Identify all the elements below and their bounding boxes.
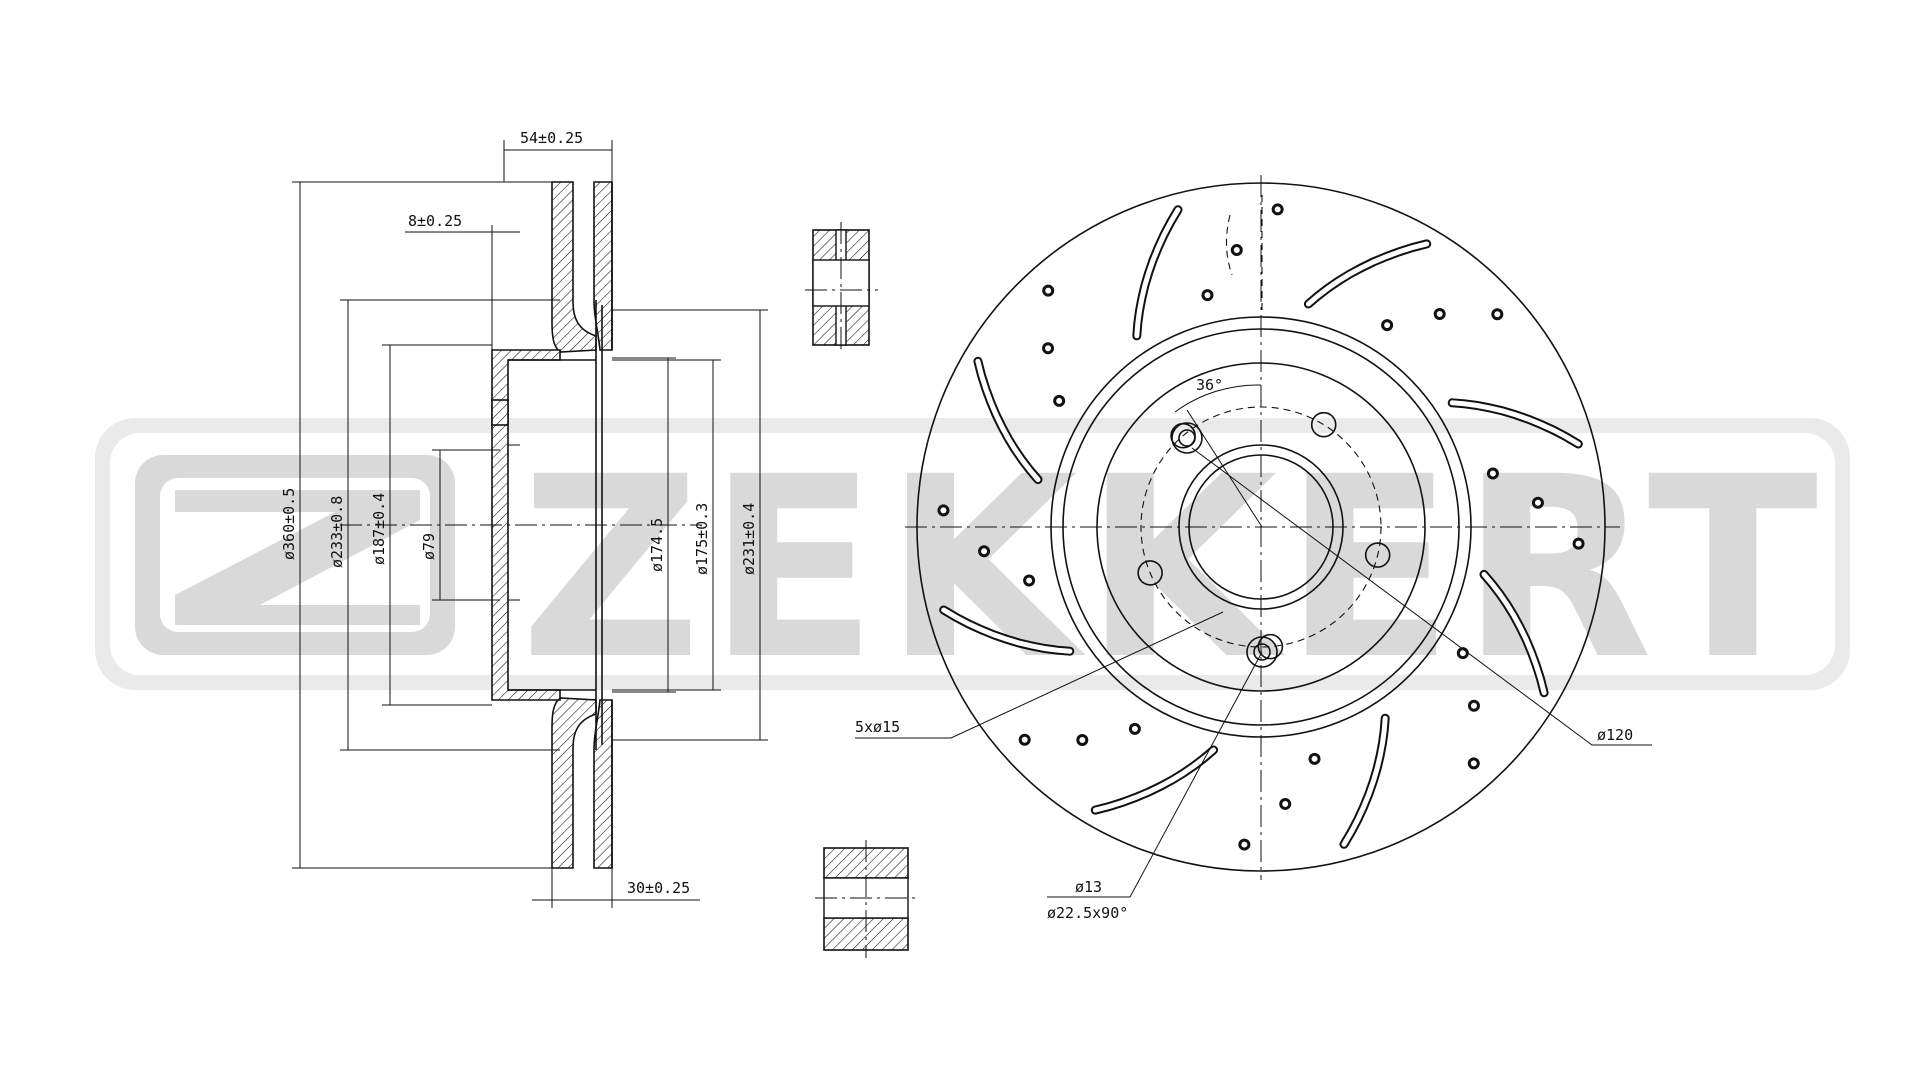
drill-hole [1279, 797, 1292, 810]
drilled-holes [937, 203, 1585, 851]
dim-center-bore: ø79 [420, 533, 438, 560]
drill-hole [1018, 733, 1031, 746]
drill-hole [1467, 757, 1480, 770]
detail-drill-section [815, 840, 918, 958]
drill-hole [1491, 308, 1504, 321]
drill-hole [978, 545, 991, 558]
drill-hole [1201, 289, 1214, 302]
curved-slot [1339, 713, 1390, 849]
drill-hole [1467, 699, 1480, 712]
dim-thickness-total: 54±0.25 [520, 129, 583, 147]
vertical-dimensions [292, 181, 768, 869]
detail-slot-section [805, 222, 878, 352]
horizontal-dimensions [405, 140, 700, 908]
brand-watermark: ZEKKERT [95, 418, 1850, 714]
dim-chamfer: ø22.5x90° [1047, 904, 1128, 922]
leader-pcd [1191, 447, 1652, 746]
drill-hole [937, 504, 950, 517]
dim-outer-diameter: ø360±0.5 [280, 488, 298, 560]
curved-slot [1132, 205, 1183, 341]
dim-angle: 36° [1196, 376, 1223, 394]
drill-hole [1308, 752, 1321, 765]
drill-hole [1433, 308, 1446, 321]
front-view: 36° ø120 5xø15 ø13 ø22.5x90° [855, 175, 1652, 922]
bolt-hole [1310, 411, 1337, 438]
bolt-hole [1137, 560, 1163, 586]
dim-d231: ø231±0.4 [740, 503, 758, 575]
bolt-hole [1364, 542, 1391, 568]
side-section-view: 54±0.25 8±0.25 30±0.25 ø360±0.5 ø233±0.8… [280, 129, 768, 908]
drill-hole [1238, 838, 1251, 851]
watermark-brand-text: ZEKKERT [520, 423, 1824, 714]
bolt-holes [1137, 411, 1391, 668]
locating-hole [1246, 636, 1278, 668]
drill-hole [1128, 722, 1141, 735]
dim-hat-offset: 8±0.25 [408, 212, 462, 230]
locating-hole-inner [1178, 429, 1196, 447]
drill-hole [1271, 203, 1284, 216]
curved-slot [1090, 745, 1219, 815]
dim-disc-thickness: 30±0.25 [627, 879, 690, 897]
dim-d174: ø174.5 [648, 518, 666, 572]
dim-d187: ø187±0.4 [370, 493, 388, 565]
dim-bolt-holes: 5xø15 [855, 718, 900, 736]
drill-hole [1381, 319, 1394, 332]
dim-d233: ø233±0.8 [328, 496, 346, 568]
front-centerlines [905, 175, 1620, 880]
curved-slot [1303, 239, 1432, 309]
watermark-logo-icon [135, 455, 455, 655]
drill-hole [1572, 537, 1585, 550]
dim-drill-hole: ø13 [1075, 878, 1102, 896]
drill-hole [1053, 394, 1066, 407]
dim-pcd: ø120 [1597, 726, 1633, 744]
locating-hole [1171, 422, 1203, 454]
drill-hole [1531, 496, 1544, 509]
drill-hole [1023, 574, 1036, 587]
drill-hole [1042, 342, 1055, 355]
stud-hole-top [491, 399, 509, 426]
bolt-hole [1257, 633, 1284, 660]
outer-friction-ring-bottom [551, 697, 613, 869]
locating-hole-inner [1253, 643, 1271, 661]
leader-drill-hole [1047, 651, 1263, 898]
leader-bolt-holes [855, 611, 1224, 739]
drill-hole [1456, 647, 1469, 660]
drill-hole [1486, 467, 1499, 480]
curved-slots [939, 205, 1583, 849]
outer-friction-ring-top [551, 181, 613, 353]
drill-hole [1076, 733, 1089, 746]
drill-hole [1230, 244, 1243, 257]
dim-d175: ø175±0.3 [693, 503, 711, 575]
drill-hole [1042, 284, 1055, 297]
